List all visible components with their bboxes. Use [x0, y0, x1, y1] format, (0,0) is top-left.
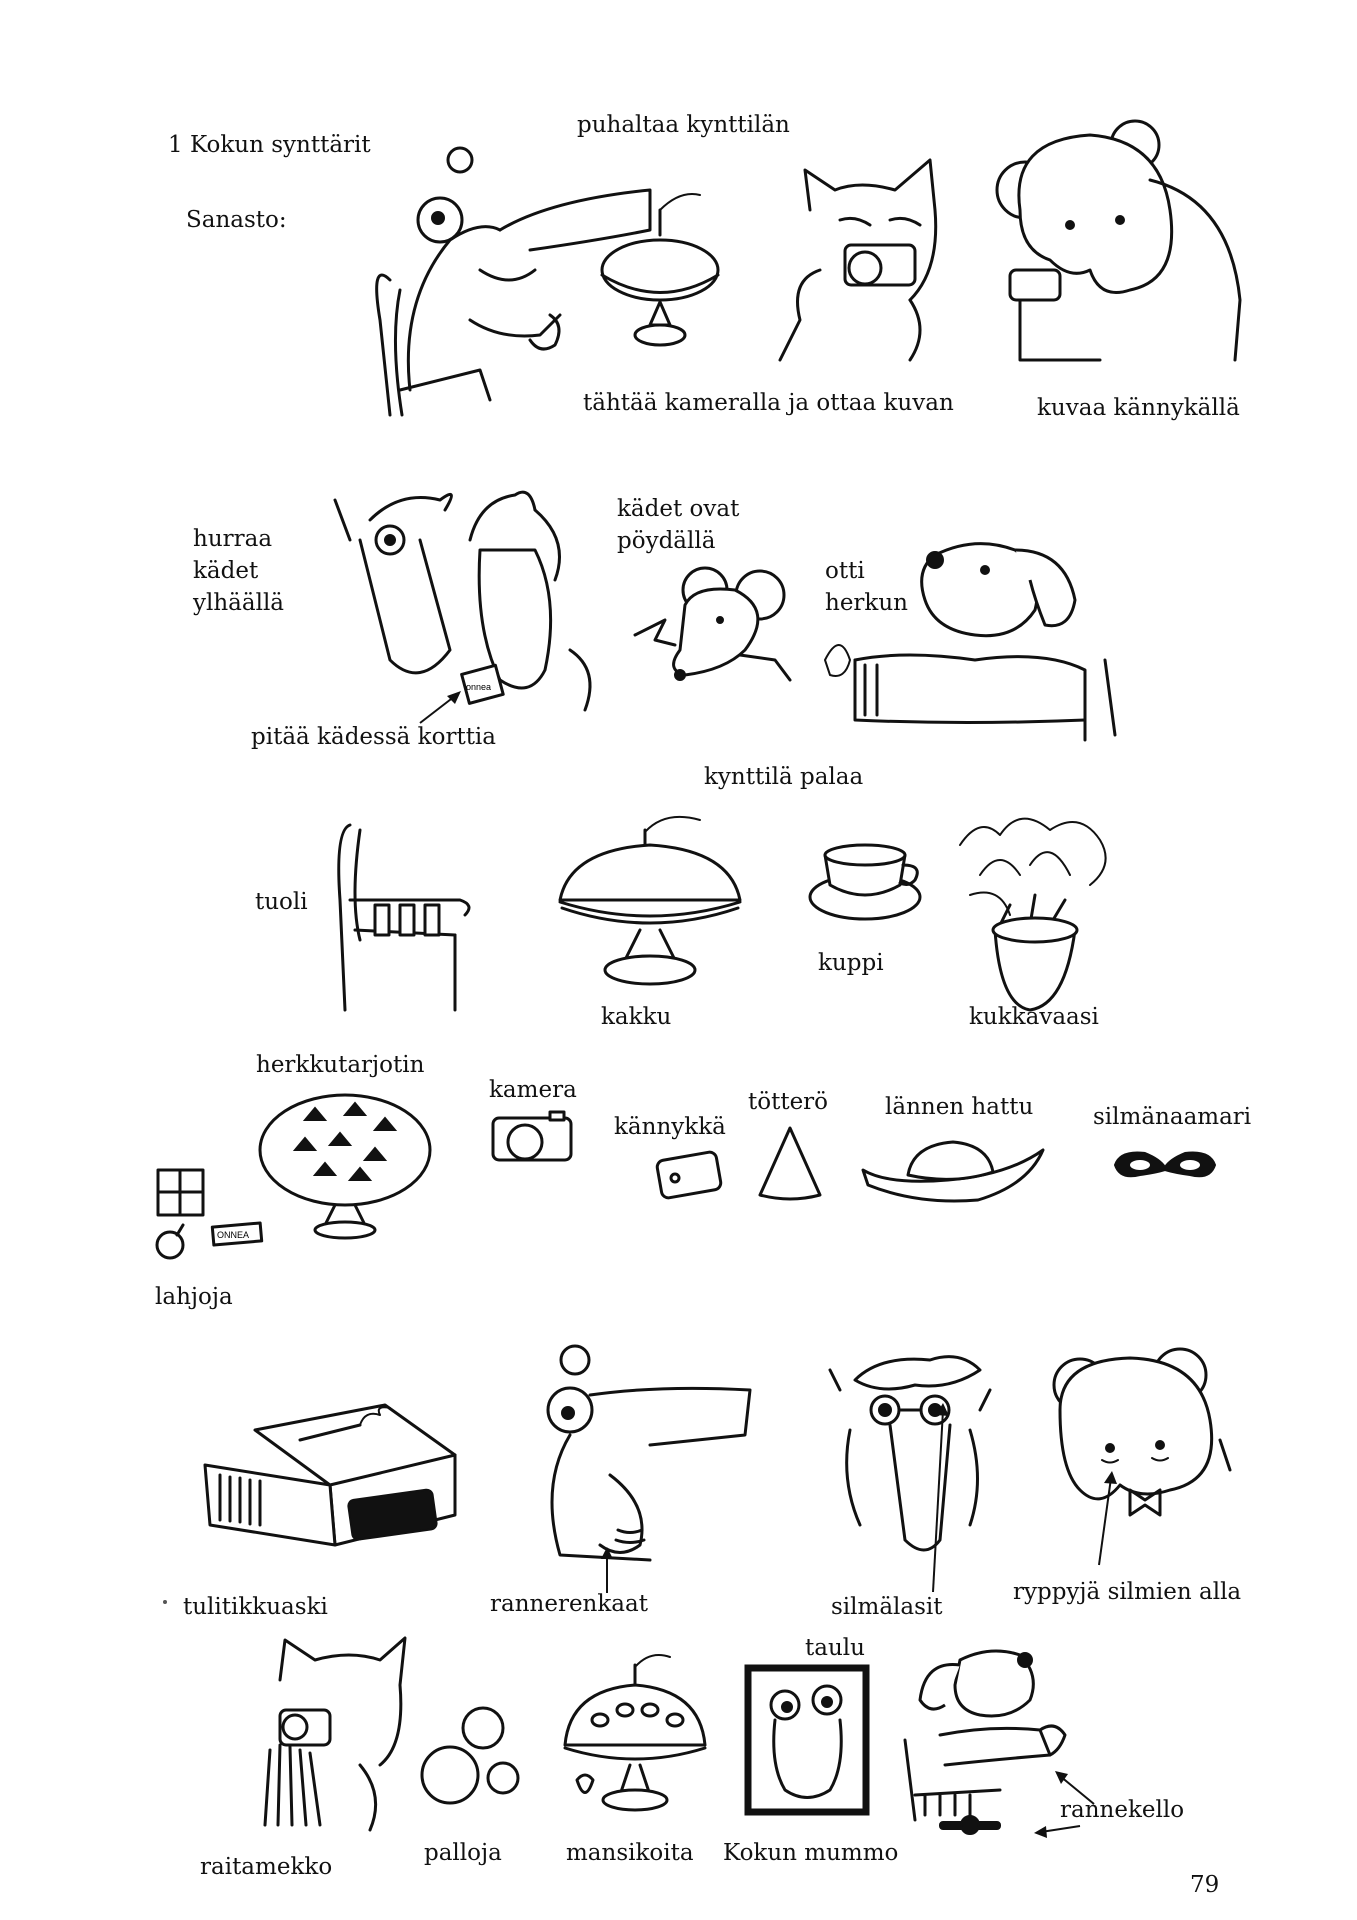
wristwatch-icon	[903, 1649, 1067, 1835]
bear-with-phone-illustration	[980, 119, 1242, 370]
label-treat-tray: herkkutarjotin	[256, 1052, 425, 1078]
label-party-hat: tötterö	[748, 1089, 829, 1115]
label-took-treat-line2: herkun	[825, 590, 908, 616]
western-hat-icon	[861, 1140, 1045, 1203]
strawberry-cake-illustration	[555, 1645, 715, 1820]
horse-icon: onnea	[333, 490, 592, 712]
treat-tray-illustration	[255, 1090, 435, 1240]
wrinkles-arrow	[1098, 1471, 1117, 1566]
matchbox-illustration	[200, 1400, 465, 1550]
label-cup: kuppi	[818, 950, 884, 976]
chair-illustration	[330, 820, 480, 1015]
label-blow-candle: puhaltaa kynttilän	[577, 112, 790, 138]
crocodile-icon	[375, 146, 720, 417]
label-cake: kakku	[601, 1004, 672, 1030]
chair-icon	[337, 823, 471, 1012]
section-label: Sanasto:	[186, 207, 287, 233]
crocodile-icon	[546, 1344, 752, 1562]
card-text: onnea	[466, 682, 491, 692]
cat-icon	[778, 158, 938, 362]
chapter-title: 1 Kokun synttärit	[168, 132, 371, 158]
label-wrinkles: ryppyjä silmien alla	[1013, 1579, 1242, 1605]
cat-striped-dress-illustration	[240, 1635, 415, 1835]
label-eye-mask: silmänaamari	[1093, 1104, 1252, 1130]
label-granny: Kokun mummo	[723, 1840, 899, 1866]
phone-icon	[655, 1150, 723, 1200]
camera-icon	[491, 1110, 573, 1162]
label-striped-dress: raitamekko	[200, 1854, 333, 1880]
label-cheer-line2: kädet	[193, 558, 259, 584]
dog-took-treat-illustration	[815, 530, 1135, 742]
glasses-icon	[828, 1355, 992, 1552]
bear-wrinkles-illustration	[1040, 1347, 1240, 1545]
cup-icon	[808, 843, 922, 921]
western-hat-illustration	[858, 1130, 1048, 1205]
cake-icon	[563, 1654, 707, 1812]
phone-illustration	[655, 1150, 725, 1200]
label-gifts: lahjoja	[155, 1284, 233, 1310]
painting-icon	[744, 1664, 870, 1816]
bear-icon	[1052, 1347, 1232, 1517]
eye-mask-illustration	[1110, 1145, 1220, 1185]
label-balls: palloja	[424, 1840, 502, 1866]
eye-mask-icon	[1113, 1151, 1217, 1178]
label-camera: kamera	[489, 1077, 577, 1103]
label-phone: kännykkä	[614, 1114, 726, 1140]
dog-icon	[824, 542, 1117, 742]
crocodile-and-horse-cheering-illustration: onnea	[330, 480, 610, 720]
label-painting: taulu	[805, 1635, 865, 1661]
crocodile-with-glasses-illustration	[820, 1350, 995, 1565]
label-aim-camera: tähtää kameralla ja ottaa kuvan	[583, 390, 954, 416]
label-film-phone: kuvaa kännykällä	[1037, 395, 1240, 421]
mouse-icon	[633, 566, 792, 682]
balls-icon	[420, 1706, 520, 1805]
cat-icon	[263, 1636, 407, 1832]
matchbox-icon	[203, 1403, 457, 1547]
label-western-hat: lännen hattu	[885, 1094, 1034, 1120]
gift-icon: ONNEA	[155, 1168, 264, 1260]
label-chair: tuoli	[255, 889, 308, 915]
label-bracelets: rannerenkaat	[490, 1591, 648, 1617]
label-strawberries: mansikoita	[566, 1840, 694, 1866]
cake-illustration	[550, 810, 750, 990]
label-glasses: silmälasit	[831, 1594, 943, 1620]
balls-illustration	[420, 1700, 520, 1810]
label-cheer-line1: hurraa	[193, 526, 273, 552]
gift-tag-text: ONNEA	[217, 1230, 249, 1240]
page-number: 79	[1190, 1872, 1220, 1898]
crocodile-blowing-candle-illustration	[360, 140, 780, 420]
flower-vase-illustration	[940, 805, 1120, 1015]
label-holds-card: pitää kädessä korttia	[251, 724, 497, 750]
glasses-arrow	[932, 1403, 949, 1593]
cat-with-camera-illustration	[760, 150, 970, 362]
wristwatch-arrow-lower	[1034, 1825, 1081, 1838]
flower-vase-icon	[959, 817, 1107, 1012]
small-dot-mark	[163, 1600, 167, 1604]
granny-painting-illustration	[744, 1664, 870, 1816]
label-hands-table-line2: pöydällä	[617, 528, 716, 554]
label-candle-burns: kynttilä palaa	[704, 764, 864, 790]
mouse-hands-on-table-illustration	[625, 560, 805, 700]
cup-illustration	[805, 835, 925, 925]
party-hat-illustration	[755, 1125, 825, 1201]
label-matchbox: tulitikkuaski	[183, 1594, 328, 1620]
holds-card-arrow	[419, 691, 461, 724]
label-cheer-line3: ylhäällä	[193, 590, 285, 616]
dog-wristwatch-illustration	[900, 1640, 1075, 1840]
wristwatch-arrow-upper	[1055, 1771, 1095, 1805]
bear-icon	[995, 119, 1242, 362]
crocodile-bracelets-illustration	[530, 1344, 760, 1575]
label-flower-vase: kukkavaasi	[969, 1004, 1099, 1030]
bracelets-arrow	[601, 1547, 613, 1593]
treat-tray-icon	[258, 1093, 432, 1240]
label-took-treat-line1: otti	[825, 558, 865, 584]
party-hat-icon	[758, 1126, 822, 1201]
label-wristwatch: rannekello	[1060, 1797, 1185, 1823]
gifts-illustration: ONNEA	[155, 1165, 265, 1265]
label-hands-table-line1: kädet ovat	[617, 496, 740, 522]
camera-illustration	[490, 1110, 575, 1165]
cake-icon	[558, 816, 742, 986]
